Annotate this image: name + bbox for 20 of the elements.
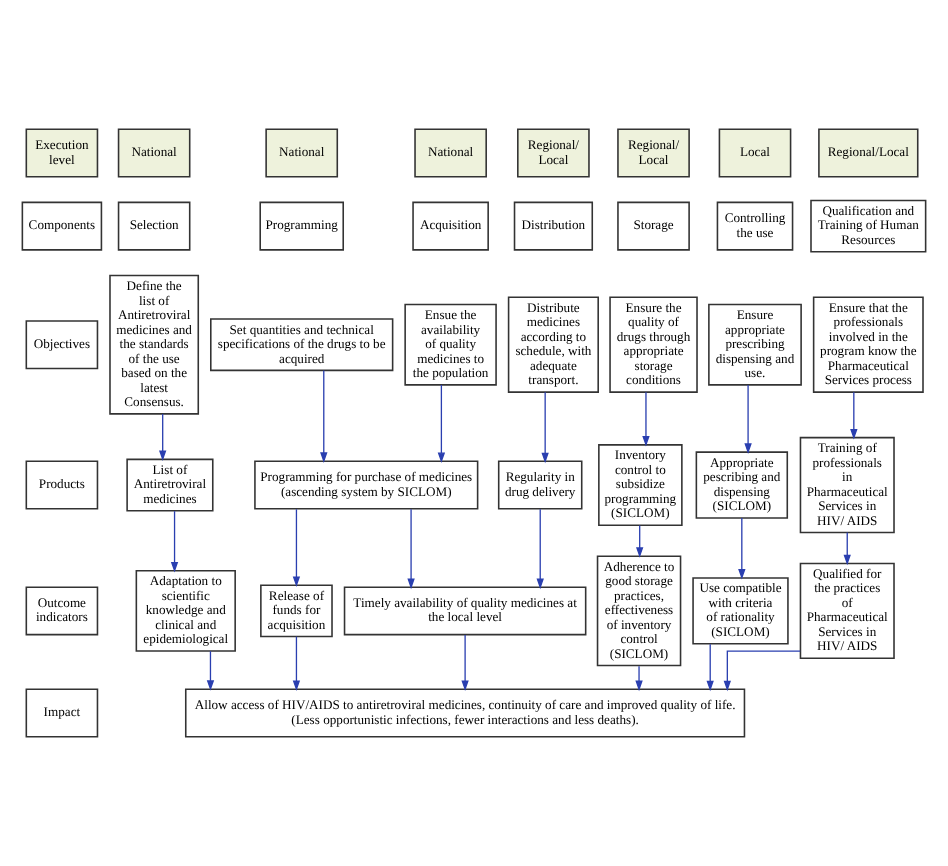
arrow — [843, 531, 851, 566]
arrow — [744, 384, 752, 454]
arrow — [170, 510, 179, 573]
arrow — [738, 517, 746, 580]
arrow — [541, 391, 549, 464]
arrow — [437, 384, 446, 464]
arrow — [536, 508, 544, 590]
arrow — [850, 391, 858, 440]
arrow — [292, 636, 301, 691]
arrow — [706, 643, 714, 692]
arrow — [292, 508, 301, 587]
arrow — [636, 524, 644, 558]
arrow — [635, 665, 643, 692]
arrow — [159, 413, 167, 461]
arrow — [461, 634, 469, 691]
arrow — [642, 391, 650, 447]
arrow — [407, 508, 415, 590]
arrow — [320, 369, 328, 463]
arrow — [206, 650, 215, 691]
arrow — [723, 650, 801, 692]
